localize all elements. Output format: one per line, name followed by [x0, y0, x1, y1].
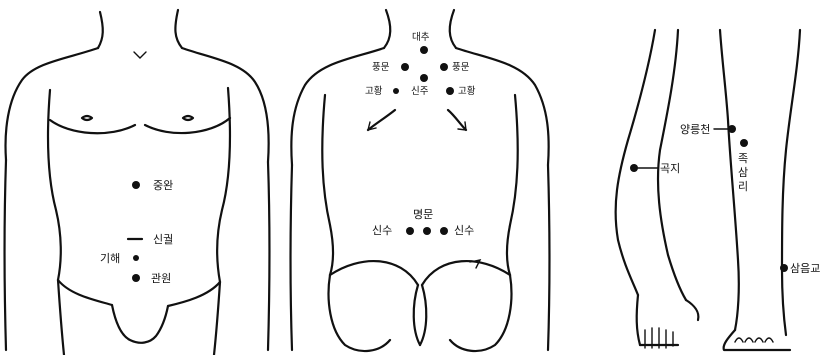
joksamni-label-2: 삼 — [738, 166, 748, 179]
sinsu-right-label: 신수 — [454, 224, 474, 237]
pungmun-right-label: 풍문 — [452, 62, 470, 73]
sameumgyo-point — [780, 264, 788, 272]
leg-figure — [720, 30, 800, 350]
singwol-label: 신궐 — [153, 232, 173, 246]
pungmun-left-point — [401, 63, 409, 71]
sinsu-right-point — [440, 227, 448, 235]
yangneungcheon-point — [728, 125, 736, 133]
gokji-label: 곡지 — [660, 162, 680, 175]
myeongmun-point — [423, 227, 431, 235]
sinsu-left-point — [406, 227, 414, 235]
joksamni-label-1: 족 — [738, 152, 748, 165]
gwanwon-label: 관원 — [151, 272, 171, 285]
jungwan-point — [132, 181, 140, 189]
gihae-label: 기해 — [100, 251, 120, 265]
gokji-point — [630, 164, 638, 172]
gohwang-right-point — [446, 87, 454, 95]
sinju-upper-point — [420, 74, 428, 82]
leg-acupoints: 양릉천 족 삼 리 삼음교 — [680, 122, 820, 275]
arm-acupoints: 곡지 — [630, 162, 680, 175]
gihae-point — [133, 255, 139, 261]
gohwang-left-point — [393, 88, 399, 94]
sinju-label: 신주 — [411, 86, 429, 97]
front-acupoints: 중완 신궐 기해 관원 — [100, 179, 173, 285]
daechu-label: 대추 — [412, 32, 430, 43]
joksamni-label-3: 리 — [738, 180, 748, 193]
gohwang-left-label: 고황 — [365, 86, 383, 97]
arm-figure — [616, 30, 699, 348]
pungmun-left-label: 풍문 — [372, 62, 390, 73]
jungwan-label: 중완 — [153, 179, 173, 192]
gwanwon-point — [132, 274, 140, 282]
pungmun-right-point — [440, 63, 448, 71]
back-acupoints: 대추 풍문 풍문 고황 신주 고황 명문 신수 신수 — [365, 32, 476, 237]
back-torso-figure — [291, 10, 550, 351]
daechu-point — [420, 46, 428, 54]
sameumgyo-label: 삼음교 — [790, 262, 820, 275]
myeongmun-label: 명문 — [413, 208, 433, 221]
joksamni-point — [740, 139, 748, 147]
gohwang-right-label: 고황 — [458, 86, 476, 97]
sinsu-left-label: 신수 — [372, 224, 392, 237]
yangneungcheon-label: 양릉천 — [680, 122, 710, 136]
